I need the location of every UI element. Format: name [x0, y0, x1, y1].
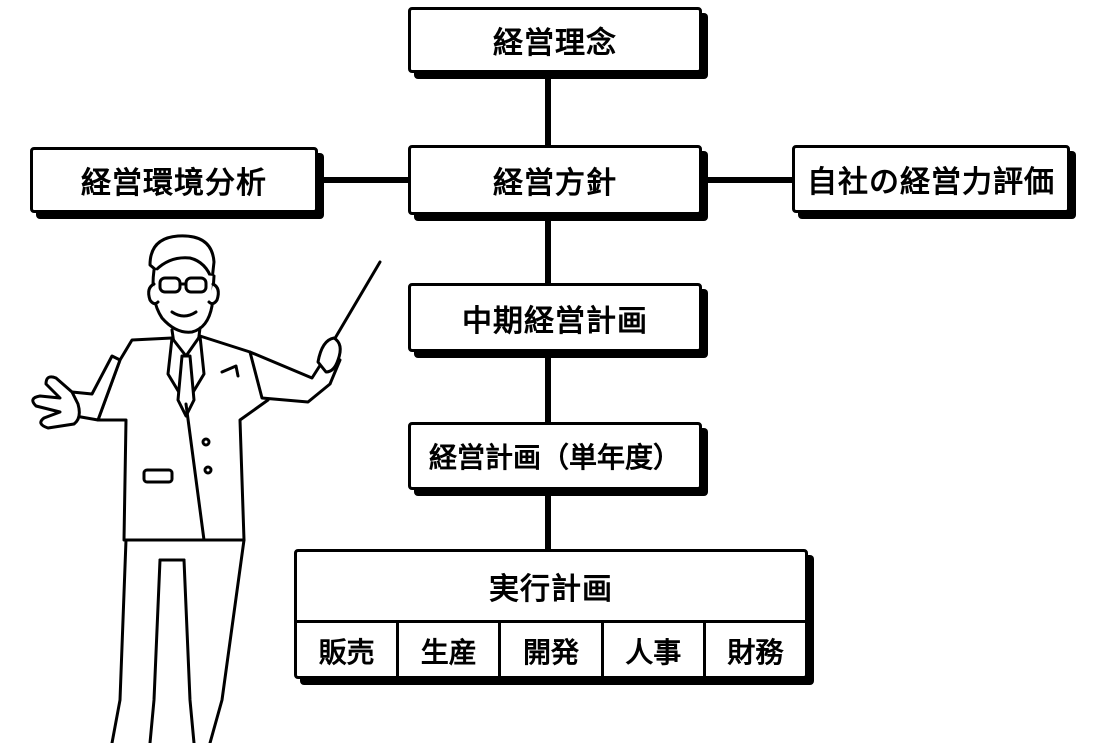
annual-plan-box: 経営計画（単年度） — [408, 422, 702, 490]
self-evaluation-box: 自社の経営力評価 — [792, 145, 1070, 213]
trousers-icon — [110, 538, 246, 743]
self-evaluation-label: 自社の経営力評価 — [807, 165, 1055, 200]
policy-box: 経営方針 — [408, 145, 702, 215]
department-row: 販売 生産 開発 人事 財務 — [297, 623, 805, 679]
mid-term-plan-label: 中期経営計画 — [462, 303, 648, 339]
environment-analysis-box: 経営環境分析 — [30, 147, 318, 213]
department-sales: 販売 — [297, 623, 400, 679]
philosophy-label: 経営理念 — [493, 26, 617, 61]
presenter-illustration — [31, 234, 382, 743]
raised-arm-icon — [248, 350, 342, 404]
department-development: 開発 — [501, 623, 604, 679]
execution-plan-box: 実行計画 販売 生産 開発 人事 財務 — [294, 549, 808, 679]
mid-term-plan-box: 中期経営計画 — [408, 283, 702, 352]
open-hand-icon — [31, 375, 81, 430]
glasses-icon — [158, 276, 208, 294]
environment-analysis-label: 経営環境分析 — [81, 166, 267, 201]
policy-label: 経営方針 — [493, 166, 617, 201]
department-production: 生産 — [399, 623, 502, 679]
department-finance: 財務 — [727, 636, 784, 669]
pointer-stick-icon — [332, 260, 382, 342]
philosophy-box: 経営理念 — [408, 7, 702, 73]
execution-plan-title: 実行計画 — [297, 552, 805, 623]
department-hr: 人事 — [604, 623, 706, 679]
annual-plan-label: 経営計画（単年度） — [428, 441, 681, 474]
raised-hand-icon — [316, 336, 342, 374]
tie-icon — [176, 354, 196, 418]
